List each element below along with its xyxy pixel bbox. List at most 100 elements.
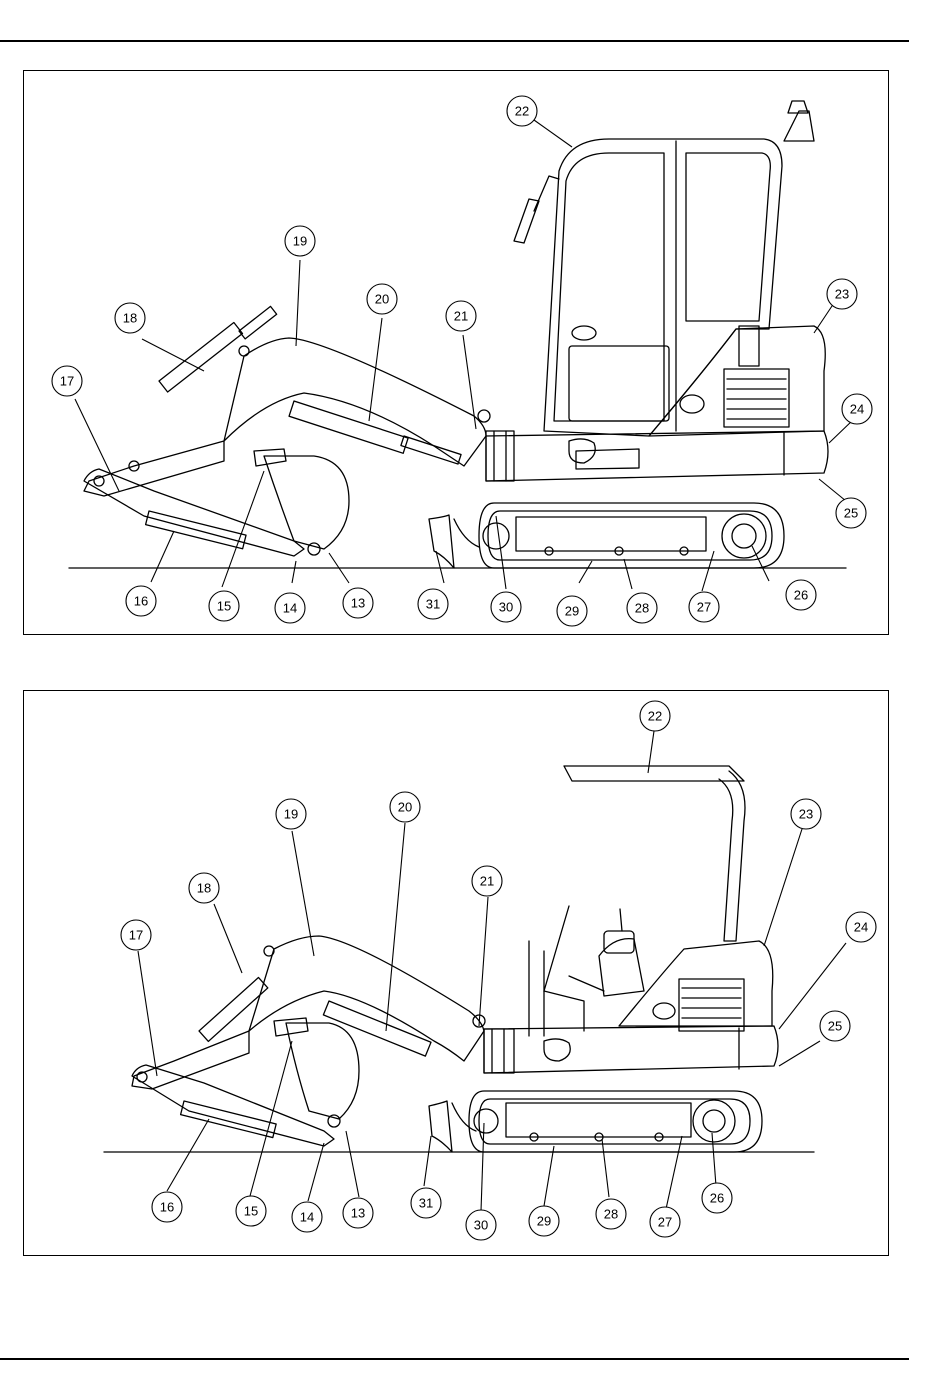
svg-text:13: 13: [351, 596, 365, 611]
svg-text:16: 16: [160, 1200, 174, 1215]
top-rule: [0, 40, 909, 42]
callout-15: 15: [209, 591, 239, 621]
idler-wheel: [483, 523, 509, 549]
svg-text:18: 18: [123, 311, 137, 326]
callout-14: 14: [292, 1202, 322, 1232]
boom: [249, 936, 484, 1061]
svg-text:20: 20: [375, 292, 389, 307]
boom-cylinder: [289, 401, 408, 453]
svg-text:21: 21: [480, 874, 494, 889]
callout-leaders: [138, 731, 846, 1211]
callout-25: 25: [836, 498, 866, 528]
callout-23: 23: [827, 279, 857, 309]
svg-text:24: 24: [854, 920, 868, 935]
callout-24: 24: [846, 912, 876, 942]
arm-cylinder: [199, 977, 268, 1041]
callout-18: 18: [189, 873, 219, 903]
svg-text:27: 27: [697, 600, 711, 615]
svg-text:25: 25: [828, 1019, 842, 1034]
drive-sprocket: [722, 514, 766, 558]
callout-13: 13: [343, 1198, 373, 1228]
canopy-roof: [564, 766, 744, 781]
drive-sprocket: [693, 1100, 735, 1142]
figure-canopy-panel: 22 23 24 25 26 27 28 29 30 31 13 14 15 1…: [23, 690, 889, 1256]
idler-wheel: [474, 1109, 498, 1133]
svg-text:23: 23: [835, 287, 849, 302]
callout-25: 25: [820, 1011, 850, 1041]
callout-22: 22: [640, 701, 670, 731]
operator-seat: [599, 939, 644, 996]
swing-bracket: [486, 431, 514, 481]
callout-14: 14: [275, 593, 305, 623]
callout-20: 20: [390, 792, 420, 822]
callout-13: 13: [343, 588, 373, 618]
bucket: [286, 1023, 359, 1119]
bottom-rule: [0, 1358, 909, 1360]
callout-31: 31: [418, 589, 448, 619]
boom: [224, 338, 486, 466]
callout-26: 26: [786, 580, 816, 610]
callout-30: 30: [466, 1210, 496, 1240]
callout-28: 28: [627, 593, 657, 623]
arm: [84, 469, 304, 556]
svg-text:20: 20: [398, 800, 412, 815]
svg-text:29: 29: [537, 1214, 551, 1229]
svg-text:28: 28: [604, 1207, 618, 1222]
svg-text:21: 21: [454, 309, 468, 324]
canopy-post: [719, 771, 745, 941]
callout-19: 19: [285, 226, 315, 256]
callout-28: 28: [596, 1199, 626, 1229]
excavator-cab-drawing: 22 23 24 25 26 27 28 29 30 31 13 14 15 1…: [24, 71, 890, 636]
svg-text:30: 30: [474, 1218, 488, 1233]
callout-22: 22: [507, 96, 537, 126]
callout-24: 24: [842, 394, 872, 424]
svg-text:26: 26: [710, 1191, 724, 1206]
svg-text:27: 27: [658, 1215, 672, 1230]
beacon: [784, 111, 814, 141]
swing-bracket: [484, 1029, 514, 1073]
callout-19: 19: [276, 799, 306, 829]
cab-frame: [544, 139, 782, 436]
callout-group: 22 23 24 25 26 27 28 29 30 31 13 14 15 1…: [121, 701, 876, 1240]
svg-text:31: 31: [419, 1196, 433, 1211]
callout-15: 15: [236, 1196, 266, 1226]
svg-text:16: 16: [134, 594, 148, 609]
callout-21: 21: [472, 866, 502, 896]
dozer-blade: [429, 515, 454, 568]
svg-text:19: 19: [284, 807, 298, 822]
track: [479, 503, 784, 568]
svg-text:28: 28: [635, 601, 649, 616]
callout-17: 17: [52, 366, 82, 396]
svg-text:30: 30: [499, 600, 513, 615]
callout-21: 21: [446, 301, 476, 331]
figure-cab-panel: 22 23 24 25 26 27 28 29 30 31 13 14 15 1…: [23, 70, 889, 635]
callout-29: 29: [529, 1206, 559, 1236]
dozer-blade: [429, 1101, 452, 1152]
callout-29: 29: [557, 596, 587, 626]
callout-27: 27: [689, 592, 719, 622]
svg-text:25: 25: [844, 506, 858, 521]
callout-26: 26: [702, 1183, 732, 1213]
svg-text:15: 15: [244, 1204, 258, 1219]
svg-text:17: 17: [129, 928, 143, 943]
svg-text:14: 14: [300, 1210, 314, 1225]
callout-31: 31: [411, 1188, 441, 1218]
svg-text:22: 22: [648, 709, 662, 724]
svg-text:29: 29: [565, 604, 579, 619]
svg-text:18: 18: [197, 881, 211, 896]
svg-text:23: 23: [799, 807, 813, 822]
svg-text:17: 17: [60, 374, 74, 389]
svg-text:26: 26: [794, 588, 808, 603]
callout-17: 17: [121, 920, 151, 950]
svg-text:19: 19: [293, 234, 307, 249]
svg-text:24: 24: [850, 402, 864, 417]
arm: [132, 1065, 334, 1146]
svg-text:14: 14: [283, 601, 297, 616]
svg-text:13: 13: [351, 1206, 365, 1221]
callout-23: 23: [791, 799, 821, 829]
svg-text:31: 31: [426, 597, 440, 612]
callout-18: 18: [115, 303, 145, 333]
excavator-canopy-drawing: 22 23 24 25 26 27 28 29 30 31 13 14 15 1…: [24, 691, 890, 1257]
callout-16: 16: [126, 586, 156, 616]
svg-text:15: 15: [217, 599, 231, 614]
